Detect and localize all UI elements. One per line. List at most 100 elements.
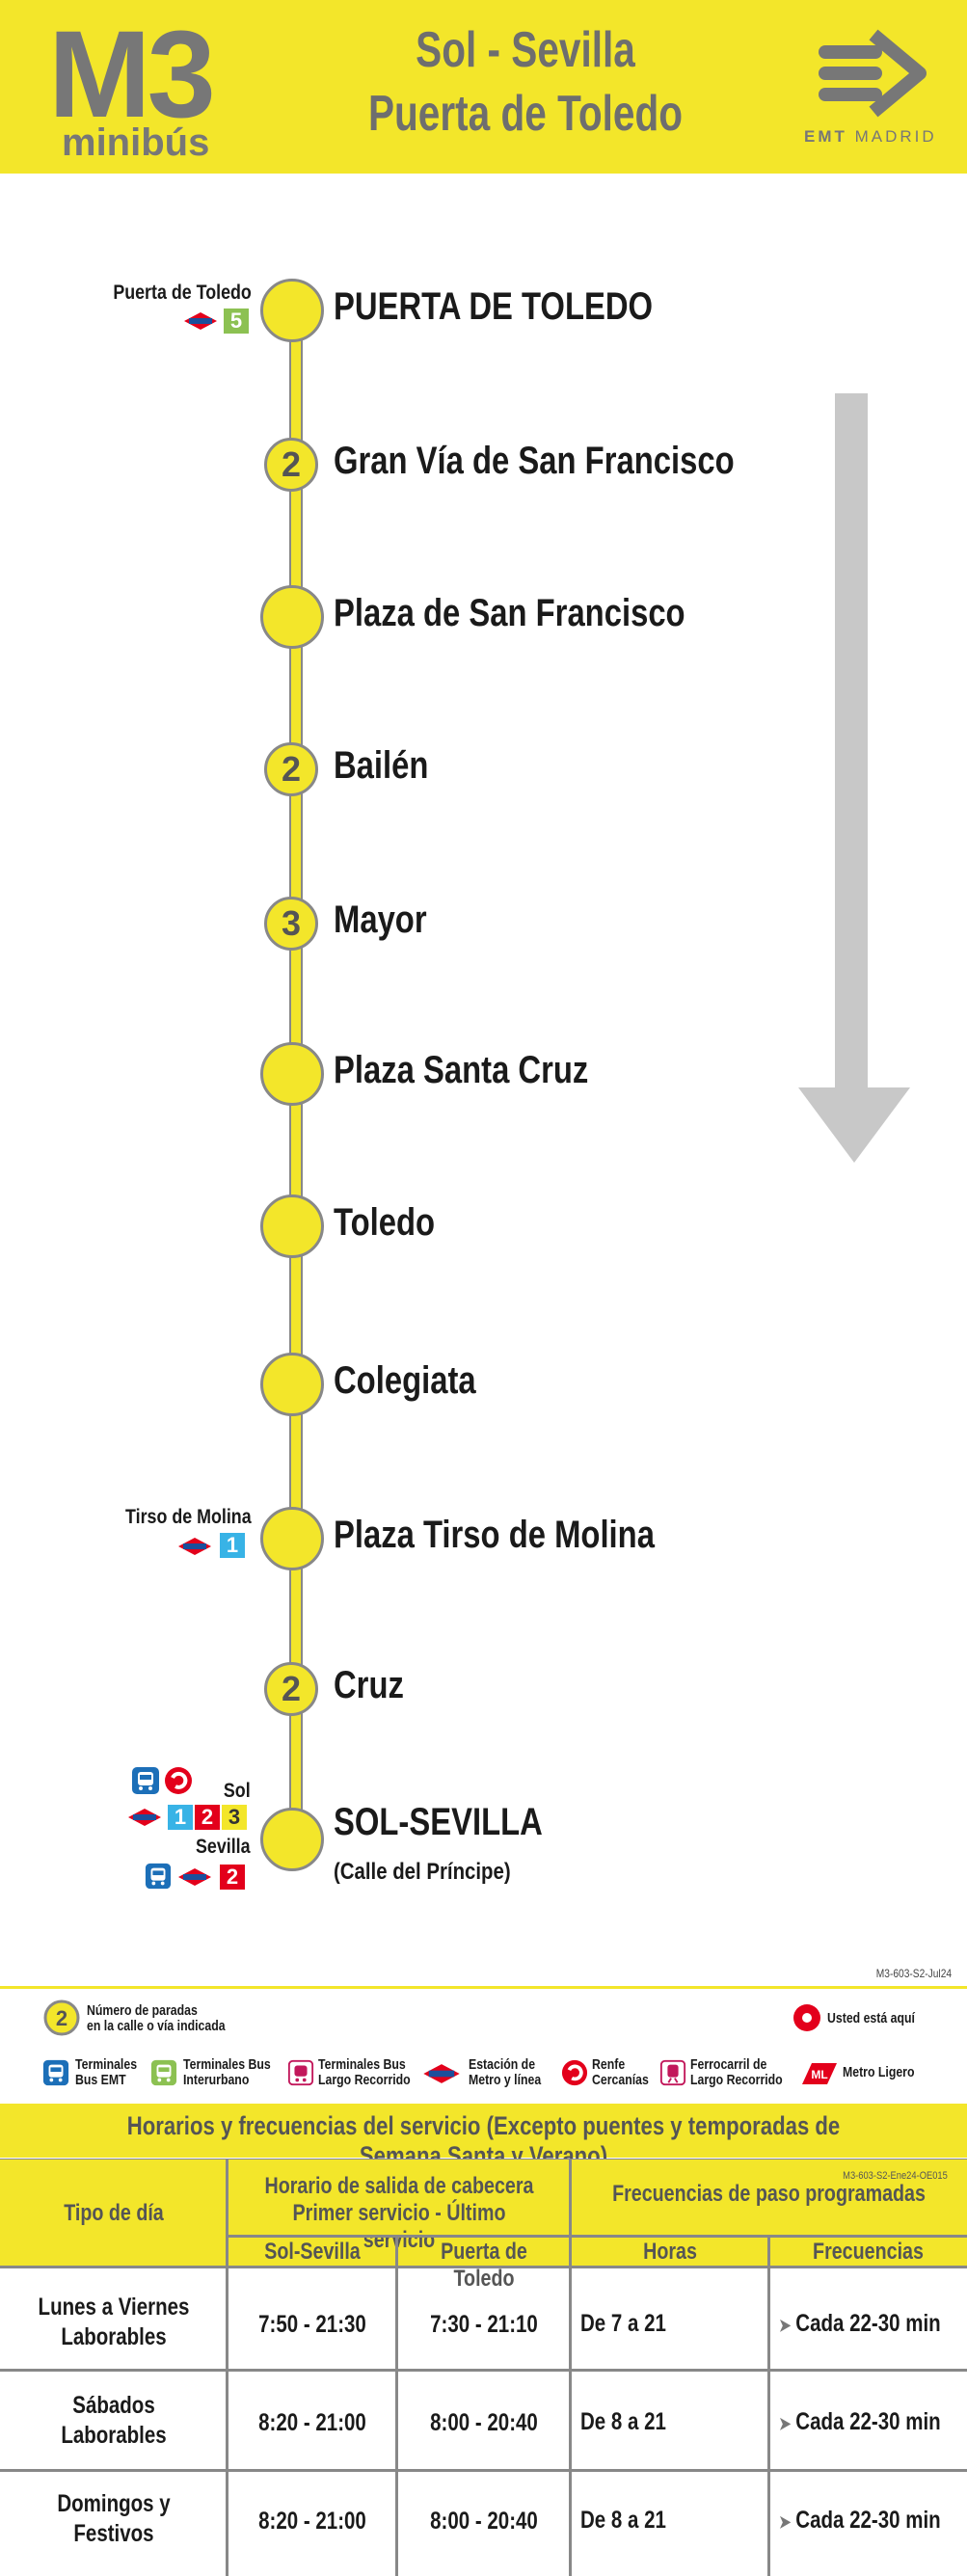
metro-ligero-icon: ML [802,2063,837,2084]
svg-text:ML: ML [811,2068,827,2081]
table-rule [569,2160,572,2576]
line-type: minibús [62,121,210,164]
col-frequency-header: Frecuencias de paso programadas [612,2181,926,2207]
schedule-header-band [0,2160,967,2266]
row-frequency: ➤Cada 22-30 min [779,2310,941,2337]
table-rule [228,2235,967,2238]
stop-marker [260,1353,324,1416]
row-sol-sevilla-times: 8:20 - 21:00 [258,2508,366,2535]
metro-line-badge: 1 [168,1805,193,1830]
metro-icon [128,1809,161,1826]
arrow-right-icon: ➤ [779,2414,792,2433]
stop-name: Mayor [334,899,427,941]
stop-name: Cruz [334,1664,404,1706]
row-hours: De 8 a 21 [580,2507,666,2534]
stop-marker: 3 [264,897,318,951]
legend-divider [0,1986,967,1989]
connection-label-sol: Sol [224,1780,251,1802]
col-puerta-de-toledo: Puerta de Toledo [441,2239,527,2292]
col-sol-sevilla: Sol-Sevilla [264,2239,361,2265]
row-sol-sevilla-times: 8:20 - 21:00 [258,2409,366,2436]
table-rule [226,2160,228,2576]
col-frequencies: Frecuencias [813,2239,924,2265]
metro-line-badge: 5 [224,309,249,334]
stop-count: 2 [281,444,302,484]
emt-bus-terminal-icon [42,2059,69,2086]
metro-line-badge: 3 [222,1805,247,1830]
long-distance-rail-icon [659,2059,686,2086]
row-hours: De 8 a 21 [580,2408,666,2435]
interurban-bus-terminal-icon [150,2059,177,2086]
route-title-line-1: Sol - Sevilla [416,22,635,78]
stop-count: 2 [281,1669,302,1708]
metro-icon [423,2064,460,2083]
row-puerta-de-toledo-times: 8:00 - 20:40 [430,2508,538,2535]
table-rule [767,2237,770,2576]
document-code: M3-603-S2-Jul24 [875,1967,952,1980]
line-code: M3 [48,6,216,144]
stop-name: PUERTA DE TOLEDO [334,285,654,328]
row-hours: De 7 a 21 [580,2310,666,2337]
stop-marker [260,1507,324,1570]
stop-marker: 2 [264,742,318,796]
metro-icon [184,312,217,330]
stop-count: 3 [281,903,302,943]
connection-label-sevilla: Sevilla [196,1836,251,1858]
direction-arrow-icon [798,393,910,1163]
emt-bus-terminal-icon [145,1863,172,1890]
svg-text:2: 2 [56,2006,67,2030]
stop-name: Plaza Santa Cruz [334,1049,589,1091]
stop-subtitle: (Calle del Príncipe) [334,1859,511,1885]
stop-name: SOL-SEVILLA [334,1801,543,1843]
col-hours: Horas [643,2239,697,2265]
schedule-title-band [0,2104,967,2158]
stop-marker [260,1808,324,1871]
legend-you-are-here: Usted está aquí [827,2010,915,2026]
stop-name: Plaza de San Francisco [334,592,685,634]
legend-metro-ligero: Metro Ligero [843,2064,915,2080]
metro-icon [178,1868,211,1886]
emt-logo-icon [819,29,927,118]
row-puerta-de-toledo-times: 7:30 - 21:10 [430,2311,538,2338]
stop-count-icon: 2 [43,1999,80,2036]
route-title-line-2: Puerta de Toledo [367,86,684,142]
emt-bus-terminal-icon [132,1767,159,1794]
table-rule [0,2266,967,2268]
row-sol-sevilla-times: 7:50 - 21:30 [258,2311,366,2338]
renfe-cercanias-icon [165,1767,192,1794]
stop-marker: 2 [264,438,318,492]
row-puerta-de-toledo-times: 8:00 - 20:40 [430,2409,538,2436]
arrow-right-icon: ➤ [779,2512,792,2532]
connection-label-tirso-de-molina: Tirso de Molina [125,1506,252,1528]
stop-name: Colegiata [334,1359,476,1402]
stop-name: Gran Vía de San Francisco [334,440,735,482]
stop-name: Toledo [334,1201,436,1244]
stop-marker [260,279,324,342]
stop-name: Bailén [334,744,429,787]
table-rule [395,2237,398,2576]
row-frequency: ➤Cada 22-30 min [779,2408,941,2435]
operator-name: EMT MADRID [804,127,937,146]
stop-marker: 2 [264,1662,318,1716]
metro-icon [178,1538,211,1555]
connection-label-puerta-de-toledo: Puerta de Toledo [113,282,252,304]
arrow-right-icon: ➤ [779,2316,792,2335]
table-rule [0,2369,967,2372]
header-band: M3 minibús Sol - Sevilla Puerta de Toled… [0,0,967,174]
row-frequency: ➤Cada 22-30 min [779,2507,941,2534]
metro-line-badge: 1 [220,1533,245,1558]
table-rule [0,2469,967,2472]
metro-line-badge: 2 [195,1805,220,1830]
col-day-type: Tipo de día [64,2200,164,2226]
stop-marker [260,1194,324,1258]
